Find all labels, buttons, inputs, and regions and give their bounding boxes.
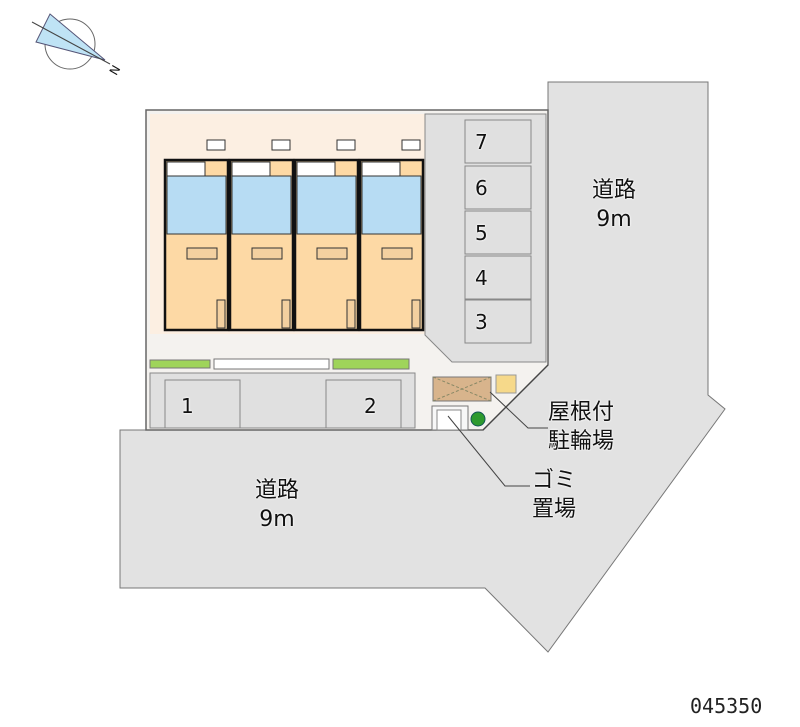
- road-name: 道路: [255, 478, 300, 503]
- hedge: [149, 359, 211, 369]
- label-line: ゴミ: [532, 468, 577, 493]
- apartment-unit: [163, 139, 230, 332]
- road-width: 9m: [259, 507, 295, 532]
- apartment-unit: [228, 139, 295, 332]
- bicycle-parking-label: 屋根付 駐輪場: [548, 398, 614, 456]
- apartment-unit: [358, 139, 425, 332]
- garbage-label: ゴミ 置場: [532, 466, 576, 524]
- parking-stall: [464, 299, 532, 344]
- parking-stall-number: 5: [475, 221, 488, 245]
- road-label-east: 道路 9m: [592, 176, 636, 234]
- parking-stall-number: 2: [364, 394, 377, 418]
- tree-icon: [470, 411, 486, 427]
- road-name: 道路: [592, 178, 637, 203]
- parking-stall-number: 6: [475, 176, 488, 200]
- parking-stall-number: 4: [475, 266, 488, 290]
- property-code: 045350: [690, 694, 763, 718]
- parking-stall: [464, 119, 532, 164]
- road-label-south: 道路 9m: [255, 476, 299, 534]
- parking-stall-number: 7: [475, 130, 488, 154]
- parking-stall: [464, 210, 532, 255]
- parking-stall-number: 3: [475, 310, 488, 334]
- parking-stall-number: 1: [181, 394, 194, 418]
- parking-stall: [325, 379, 402, 429]
- hedge: [332, 358, 410, 370]
- road-width: 9m: [596, 207, 632, 232]
- parking-stall: [464, 165, 532, 210]
- parking-stall: [464, 255, 532, 300]
- label-line: 屋根付: [548, 400, 615, 425]
- label-line: 駐輪場: [548, 429, 615, 454]
- apartment-unit: [293, 139, 360, 332]
- compass-icon: [31, 13, 111, 70]
- bicycle-icon: [495, 374, 517, 394]
- fence: [213, 358, 330, 370]
- label-line: 置場: [532, 497, 577, 522]
- parking-stall: [164, 379, 241, 429]
